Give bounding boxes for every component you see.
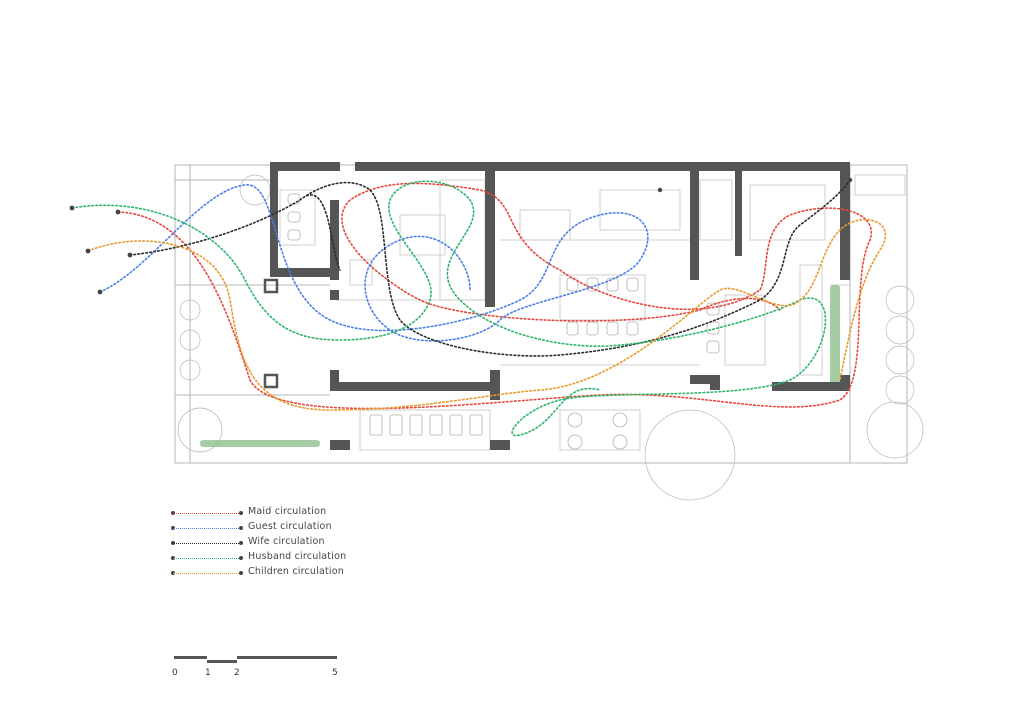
wife-start-dot: [127, 252, 133, 258]
legend-line-husband: [173, 558, 241, 559]
legend-label: Children circulation: [248, 566, 345, 577]
legend-line-children: [173, 573, 241, 574]
legend-item-guest: Guest circulation: [168, 521, 428, 540]
legend-item-children: Children circulation: [168, 566, 428, 585]
scale-segment: [237, 656, 337, 659]
landscape-trees: [177, 174, 924, 501]
legend-label: Husband circulation: [248, 551, 347, 562]
wife-path: [129, 179, 851, 357]
legend-dot: [239, 556, 243, 560]
legend-item-maid: Maid circulation: [168, 506, 428, 525]
legend-dot: [239, 571, 243, 575]
circulation-paths: [71, 179, 887, 437]
scale-segment: [174, 656, 207, 659]
legend: Maid circulation Guest circulation Wife …: [168, 506, 428, 585]
legend-line-wife: [173, 543, 241, 544]
wife-end-dot: [847, 177, 853, 183]
maid-end-dot: [657, 187, 663, 193]
legend-item-wife: Wife circulation: [168, 536, 428, 555]
walls: [263, 162, 850, 450]
legend-dot: [239, 526, 243, 530]
legend-line-guest: [173, 528, 241, 529]
scale-label-2: 2: [234, 668, 240, 678]
legend-dot: [239, 511, 243, 515]
guest-path: [99, 184, 649, 342]
scale-segment: [207, 660, 237, 663]
legend-label: Guest circulation: [248, 521, 332, 532]
husband-start-dot: [69, 205, 75, 211]
maid-path: [117, 182, 873, 410]
maid-start-dot: [115, 209, 121, 215]
legend-dot: [239, 541, 243, 545]
scale-bar: 0 1 2 5: [170, 656, 345, 686]
legend-label: Wife circulation: [248, 536, 325, 547]
planter-hedges: [200, 285, 840, 447]
husband-path: [71, 180, 827, 437]
legend-item-husband: Husband circulation: [168, 551, 428, 570]
children-start-dot: [85, 248, 91, 254]
scale-label-5: 5: [332, 668, 338, 678]
scale-label-1: 1: [205, 668, 211, 678]
dining-chairs: [287, 193, 720, 450]
path-start-dots: [69, 177, 853, 295]
guest-start-dot: [97, 289, 103, 295]
children-path: [87, 218, 887, 411]
legend-line-maid: [173, 513, 241, 514]
legend-label: Maid circulation: [248, 506, 327, 517]
scale-label-0: 0: [172, 668, 178, 678]
